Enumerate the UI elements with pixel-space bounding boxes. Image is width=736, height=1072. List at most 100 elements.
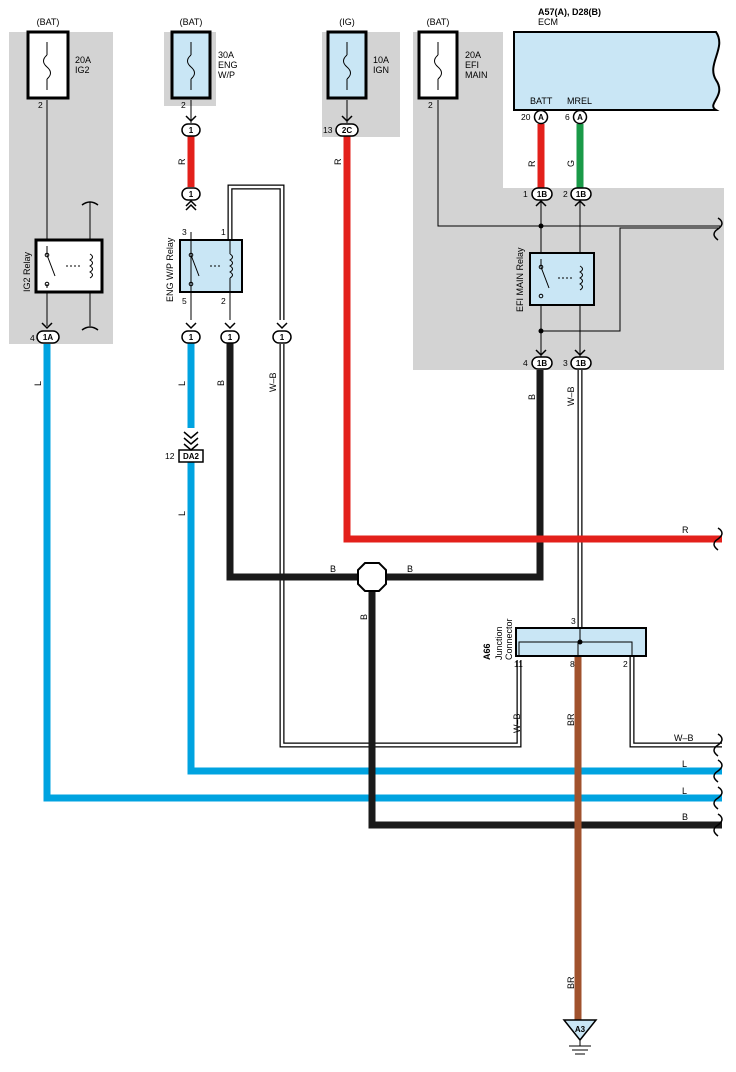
wire-r-ign	[343, 136, 722, 543]
connector-chevrons	[41, 115, 586, 451]
svg-text:4: 4	[30, 333, 35, 343]
splice-point	[357, 562, 387, 592]
svg-text:B: B	[407, 564, 413, 574]
source-bat-engwp: (BAT)	[180, 17, 203, 27]
svg-text:R: R	[333, 158, 343, 165]
svg-text:1B: 1B	[576, 190, 586, 199]
svg-text:1B: 1B	[537, 190, 547, 199]
ecm-pin-mrel: MREL	[567, 96, 592, 106]
fuse-ign-name: IGN	[373, 65, 389, 75]
wire-l-ig2	[43, 344, 722, 802]
svg-text:B: B	[359, 614, 369, 620]
svg-text:W–B: W–B	[674, 733, 694, 743]
svg-text:1: 1	[189, 190, 194, 199]
svg-text:1B: 1B	[537, 359, 547, 368]
svg-text:6: 6	[565, 112, 570, 122]
source-bat-ig2: (BAT)	[37, 17, 60, 27]
svg-text:2: 2	[181, 100, 186, 110]
relay-engwp	[179, 232, 243, 320]
svg-text:4: 4	[523, 358, 528, 368]
ecm-code: A57(A), D28(B)	[538, 7, 601, 17]
svg-text:5: 5	[182, 296, 187, 306]
svg-text:MAIN: MAIN	[465, 70, 488, 80]
ecm-name: ECM	[538, 17, 558, 27]
fuse-engwp-amp: 30A	[218, 50, 234, 60]
svg-text:3: 3	[182, 227, 187, 237]
svg-text:8: 8	[570, 659, 575, 669]
svg-text:13: 13	[323, 125, 333, 135]
svg-text:3: 3	[563, 358, 568, 368]
svg-text:L: L	[177, 381, 187, 386]
fuse-ign-amp: 10A	[373, 55, 389, 65]
svg-text:L: L	[682, 759, 687, 769]
svg-text:A: A	[577, 113, 583, 122]
fuse-efi	[417, 30, 459, 100]
svg-text:W–B: W–B	[512, 713, 522, 733]
svg-text:1: 1	[221, 227, 226, 237]
fuse-ig2	[26, 30, 70, 100]
svg-text:L: L	[33, 381, 43, 386]
svg-text:W/P: W/P	[218, 70, 235, 80]
wire-break-symbols	[81, 201, 723, 837]
ground-symbol	[562, 1019, 598, 1055]
relay-ig2	[34, 238, 104, 294]
ground-a3: A3	[575, 1025, 586, 1034]
wire-b-efi	[386, 370, 544, 581]
svg-text:BR: BR	[566, 713, 576, 726]
svg-text:1B: 1B	[576, 359, 586, 368]
svg-text:1: 1	[280, 333, 285, 342]
fuse-engwp-name: ENG	[218, 60, 238, 70]
junction-name: Junction	[494, 626, 504, 660]
svg-text:2: 2	[623, 659, 628, 669]
junction-code: A66	[482, 643, 492, 660]
relay-efi	[529, 252, 595, 306]
svg-text:2: 2	[38, 100, 43, 110]
svg-text:R: R	[527, 160, 537, 167]
svg-text:B: B	[330, 564, 336, 574]
wire-b-out	[368, 592, 722, 829]
conn-engwp-top: 1	[189, 126, 194, 135]
junction-connector	[515, 627, 647, 657]
svg-text:B: B	[682, 812, 688, 822]
svg-text:R: R	[682, 525, 689, 535]
ecm-box	[513, 31, 721, 111]
svg-text:Connector: Connector	[504, 618, 514, 660]
svg-text:2: 2	[428, 100, 433, 110]
svg-text:W–B: W–B	[566, 386, 576, 406]
relay-ig2-label: IG2 Relay	[22, 251, 32, 292]
svg-text:W–B: W–B	[268, 372, 278, 392]
efi-relay-box	[413, 32, 724, 370]
fuse-ign	[326, 30, 368, 100]
svg-text:G: G	[566, 160, 576, 167]
svg-text:B: B	[216, 380, 226, 386]
svg-text:2: 2	[563, 189, 568, 199]
fuse-ig2-name: IG2	[75, 65, 90, 75]
relay-efi-label: EFI MAIN Relay	[515, 247, 525, 312]
conn-ign-2c: 2C	[342, 126, 352, 135]
svg-text:2: 2	[221, 296, 226, 306]
ecm-pin-batt: BATT	[530, 96, 553, 106]
fuse-efi-amp: 20A	[465, 50, 481, 60]
conn-ig2-1a: 1A	[43, 333, 53, 342]
svg-text:12: 12	[165, 451, 175, 461]
svg-text:R: R	[177, 158, 187, 165]
svg-text:L: L	[177, 511, 187, 516]
source-bat-efi: (BAT)	[427, 17, 450, 27]
svg-text:20: 20	[521, 112, 531, 122]
wire-wb-junction	[629, 656, 722, 748]
svg-text:1: 1	[523, 189, 528, 199]
source-ig: (IG)	[339, 17, 355, 27]
wire-l-engwp	[187, 342, 722, 775]
conn-da2: DA2	[183, 452, 200, 461]
svg-text:1: 1	[189, 333, 194, 342]
relay-engwp-label: ENG W/P Relay	[165, 237, 175, 302]
svg-text:A: A	[538, 113, 544, 122]
svg-text:BR: BR	[566, 976, 576, 989]
svg-text:1: 1	[228, 333, 233, 342]
svg-text:B: B	[527, 394, 537, 400]
wire-b-engwp	[226, 343, 358, 581]
connector-pills	[36, 109, 592, 463]
fuse-efi-name: EFI	[465, 60, 479, 70]
svg-text:L: L	[682, 786, 687, 796]
